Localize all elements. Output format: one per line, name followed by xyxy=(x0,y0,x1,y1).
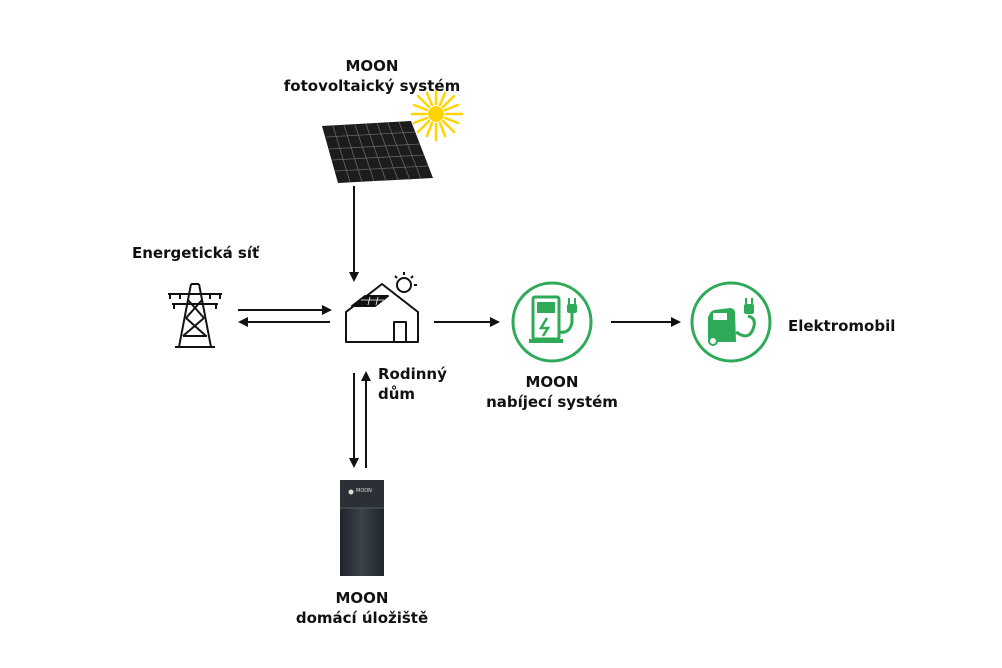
house-label: Rodinný dům xyxy=(378,364,447,404)
storage-logo-text: MOON xyxy=(356,488,372,494)
charger-brand: MOON xyxy=(525,373,579,391)
storage-label: MOON domácí úložiště xyxy=(282,588,442,628)
flow-arrows xyxy=(238,186,681,468)
sun-icon xyxy=(410,88,464,142)
charger-label: MOON nabíjecí systém xyxy=(472,372,632,412)
house-label-line2: dům xyxy=(378,385,416,403)
storage-brand: MOON xyxy=(335,589,389,607)
charging-station-icon xyxy=(511,281,593,363)
grid-label: Energetická síť xyxy=(132,244,260,262)
electric-car-icon xyxy=(690,281,772,363)
pv-brand: MOON xyxy=(345,57,399,75)
pv-name: fotovoltaický systém xyxy=(283,77,461,95)
charger-name: nabíjecí systém xyxy=(486,393,618,411)
solar-panel-icon xyxy=(322,121,433,183)
power-tower-icon xyxy=(168,283,222,348)
ev-label: Elektromobil xyxy=(788,317,896,335)
pv-label: MOON fotovoltaický systém xyxy=(282,56,462,96)
battery-storage-icon xyxy=(340,480,384,576)
house-icon xyxy=(345,272,419,343)
house-label-line1: Rodinný xyxy=(378,365,447,383)
storage-name: domácí úložiště xyxy=(295,609,429,627)
